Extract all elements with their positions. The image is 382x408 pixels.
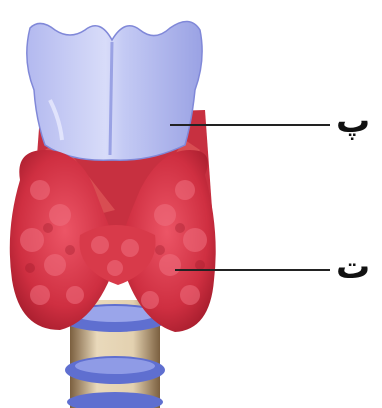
thyroid-cartilage xyxy=(27,21,202,160)
label-lower: ت xyxy=(336,250,370,284)
label-upper: پ xyxy=(336,104,370,138)
